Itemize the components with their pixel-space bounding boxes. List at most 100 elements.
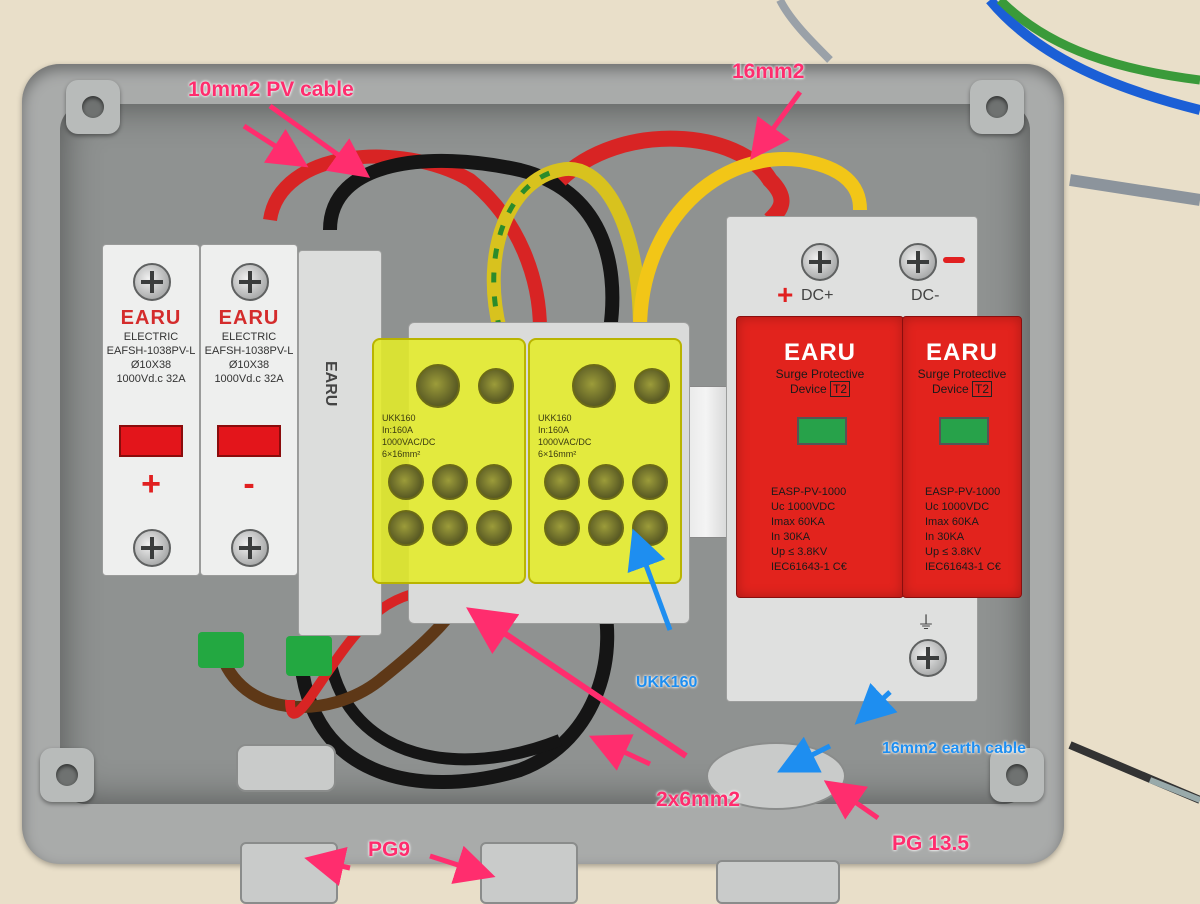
spd-class-badge: T2: [830, 381, 851, 397]
spd-up: Up ≤ 3.8KV: [771, 546, 828, 558]
cable-gland-pg135: [706, 742, 846, 810]
spd-imax: Imax 60KA: [925, 516, 979, 528]
fuse-model: EAFSH-1038PV-L: [106, 345, 196, 357]
terminal-hole: [476, 510, 512, 546]
fuse-size: Ø10X38: [228, 359, 270, 371]
label-pv-cable: 10mm2 PV cable: [188, 78, 354, 101]
terminal-model: UKK160: [538, 413, 572, 423]
cable-gland-pg135-outer: [716, 860, 840, 904]
arrow-pv-black: [268, 103, 371, 178]
spd-status-indicator: [797, 417, 847, 445]
spd-uc: Uc 1000VDC: [925, 501, 990, 513]
spd-imax: Imax 60KA: [771, 516, 825, 528]
arrow-pg9-left: [304, 846, 351, 887]
corner-screw-post: [970, 80, 1024, 134]
arrow-2x6-a: [466, 607, 688, 759]
fuse-line1: ELECTRIC: [123, 331, 179, 343]
spd-name-line1: Surge Protective: [775, 367, 865, 381]
spd-in: In 30KA: [771, 531, 811, 543]
plus-mark-icon: +: [777, 279, 794, 310]
fuse-brand: EARU: [120, 307, 182, 329]
dc-plus-label: DC+: [801, 287, 834, 304]
fuse-indicator-window: [119, 425, 183, 457]
spd-name-line2: Device: [789, 382, 827, 396]
green-ferrule: [286, 636, 332, 676]
spd-brand: EARU: [925, 339, 998, 366]
terminal-hole: [432, 464, 468, 500]
label-pg9: PG9: [368, 838, 411, 861]
corner-screw-post: [40, 748, 94, 802]
green-ferrule: [198, 632, 244, 668]
label-ukk160: UKK160: [636, 674, 698, 691]
fuse-indicator-window: [217, 425, 281, 457]
terminal-hole: [634, 368, 670, 404]
arrow-pg9-right: [429, 845, 496, 884]
terminal-screw: [133, 529, 171, 567]
cable-gland-nut: [236, 744, 336, 792]
corner-screw-post: [990, 748, 1044, 802]
arrow-2x6-b: [588, 734, 652, 771]
spd-up: Up ≤ 3.8KV: [925, 546, 982, 558]
terminal-spec-capacity: 6×16mm²: [538, 449, 577, 459]
terminal-hole: [544, 464, 580, 500]
label-earth-cable: 16mm2 earth cable: [882, 740, 1027, 757]
terminal-hole: [388, 464, 424, 500]
main-input-hole: [572, 364, 616, 408]
terminal-block-positive: UKK160 In:160A 1000VAC/DC 6×16mm²: [372, 338, 526, 584]
fuse-rating: 1000Vd.c 32A: [214, 373, 284, 385]
terminal-screw: [231, 529, 269, 567]
fuse-brand: EARU: [218, 307, 280, 329]
arrow-pg135: [823, 780, 880, 821]
spd-in: In 30KA: [925, 531, 965, 543]
terminal-model: UKK160: [382, 413, 416, 423]
main-input-hole: [416, 364, 460, 408]
polarity-mark: -: [243, 465, 255, 503]
fuse-model: EAFSH-1038PV-L: [204, 345, 294, 357]
terminal-screw: [899, 243, 937, 281]
terminal-hole: [476, 464, 512, 500]
terminal-spec-current: In:160A: [382, 425, 414, 435]
terminal-hole: [388, 510, 424, 546]
spd-pole-positive: EARU Surge Protective Device T2 EASP-PV-…: [736, 316, 904, 598]
terminal-hole: [478, 368, 514, 404]
spd-model: EASP-PV-1000: [771, 486, 847, 498]
earth-symbol-icon: ⏚: [917, 613, 935, 633]
spd-status-indicator: [939, 417, 989, 445]
fuse-holder-positive: EARU ELECTRIC EAFSH-1038PV-L Ø10X38 1000…: [102, 244, 200, 576]
terminal-spec-voltage: 1000VAC/DC: [382, 437, 436, 447]
label-pg135: PG 13.5: [892, 832, 970, 855]
label-16mm2: 16mm2: [732, 60, 805, 83]
arrow-pv-red: [242, 123, 309, 168]
fuse-rating: 1000Vd.c 32A: [116, 373, 186, 385]
terminal-hole: [588, 510, 624, 546]
terminal-spec-voltage: 1000VAC/DC: [538, 437, 592, 447]
spd-class-badge: T2: [972, 381, 993, 397]
corner-screw-post: [66, 80, 120, 134]
terminal-hole: [544, 510, 580, 546]
arrow-earth-a: [854, 682, 898, 725]
polarity-mark: +: [141, 465, 161, 503]
terminal-hole: [432, 510, 468, 546]
spd-name-line2: Device: [931, 382, 969, 396]
spd-standard: IEC61643-1 C€: [771, 561, 847, 573]
terminal-screw: [231, 263, 269, 301]
spd-model: EASP-PV-1000: [925, 486, 1001, 498]
terminal-spec-current: In:160A: [538, 425, 570, 435]
terminal-spec-capacity: 6×16mm²: [382, 449, 421, 459]
terminal-screw: [133, 263, 171, 301]
fuse-line1: ELECTRIC: [221, 331, 277, 343]
dc-minus-label: DC-: [911, 287, 940, 304]
spd-brand: EARU: [783, 339, 856, 366]
terminal-block-negative: UKK160 In:160A 1000VAC/DC 6×16mm²: [528, 338, 682, 584]
label-2x6mm2: 2x6mm2: [656, 788, 741, 811]
arrow-ukk160: [627, 528, 673, 631]
minus-mark-icon: [943, 257, 965, 263]
spd-standard: IEC61643-1 C€: [925, 561, 1001, 573]
spd-pole-negative: EARU Surge Protective Device T2 EASP-PV-…: [902, 316, 1022, 598]
spd-uc: Uc 1000VDC: [771, 501, 836, 513]
terminal-hole: [632, 464, 668, 500]
spd-name-line1: Surge Protective: [917, 367, 1007, 381]
arrow-earth-b: [777, 736, 832, 773]
